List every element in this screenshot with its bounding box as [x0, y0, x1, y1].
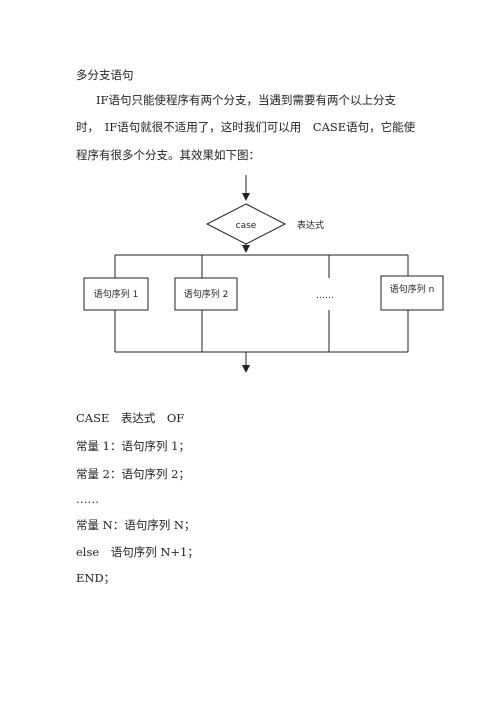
code-line: ……: [76, 492, 99, 506]
code-line: END；: [76, 571, 116, 585]
branch-n-box: [380, 275, 444, 311]
paragraph-line-3: 程序有很多个分支。其效果如下图：: [76, 148, 260, 162]
expression-label: 表达式: [297, 219, 324, 231]
branch-n-label: 语句序列 n: [390, 283, 435, 295]
paragraph-line-2: 时， IF语句就很不适用了，这时我们可以用 CASE语句，它能使: [76, 120, 416, 134]
paragraph-line-1: IF语句只能使程序有两个分支，当遇到需要有两个以上分支: [96, 93, 397, 107]
code-line: 常量 1：语句序列 1；: [76, 439, 190, 453]
code-line: 常量 2：语句序列 2；: [76, 467, 190, 481]
branch-ellipsis-label: ……: [316, 291, 334, 301]
branch-2-label: 语句序列 2: [184, 288, 229, 300]
branch-1-box: [83, 277, 149, 311]
code-line: 常量 N：语句序列 N；: [76, 518, 196, 532]
code-line: else 语句序列 N+1；: [76, 545, 199, 559]
decision-label: case: [236, 221, 257, 231]
branch-1-label: 语句序列 1: [94, 288, 139, 300]
branch-2-box: [174, 277, 238, 311]
code-line: CASE 表达式 OF: [76, 411, 185, 425]
section-heading: 多分支语句: [76, 68, 134, 82]
